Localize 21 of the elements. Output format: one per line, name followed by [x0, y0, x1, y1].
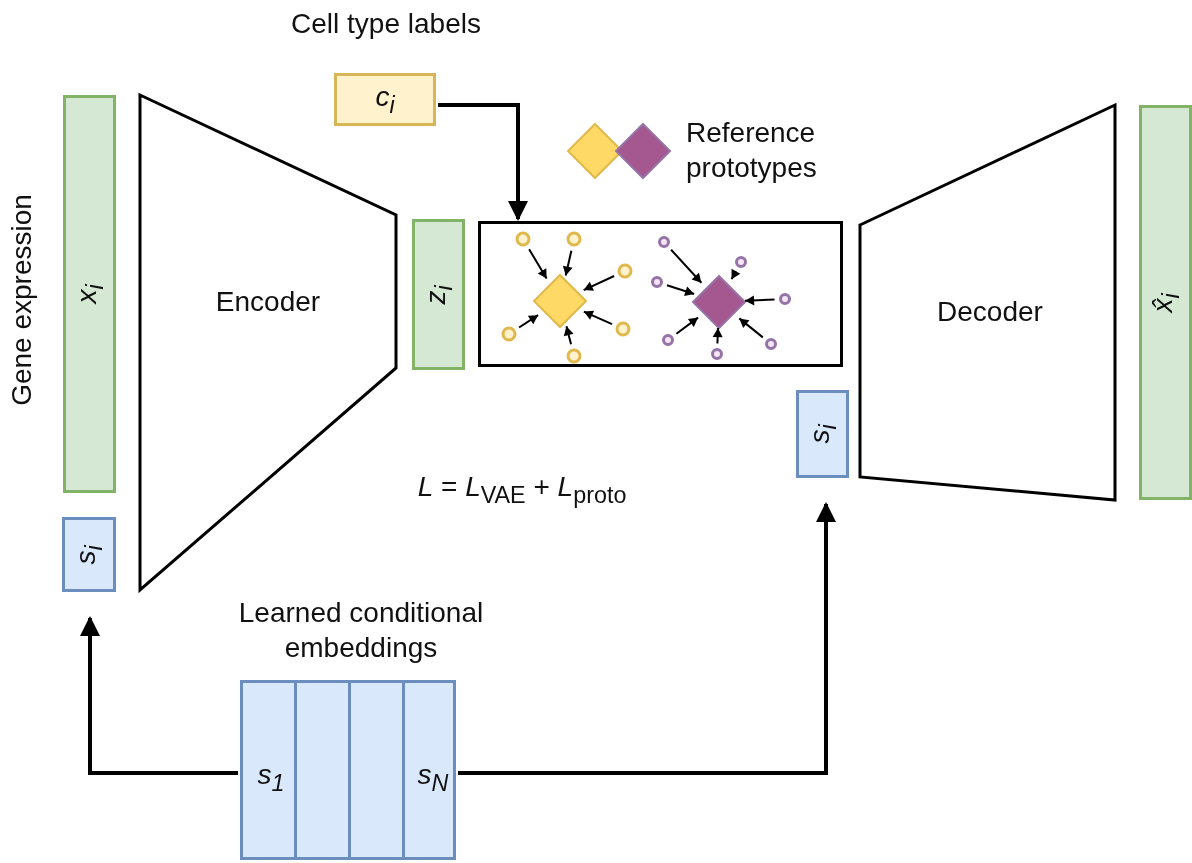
variable-label: c$_{i}$ [375, 82, 395, 117]
arrow [458, 502, 836, 775]
loss-formula: L = L$_{VAE}$ + L$_{proto}$ [417, 473, 627, 507]
arrow [80, 616, 238, 775]
embedding-matrix [240, 680, 456, 860]
input-vector-bar [63, 95, 116, 493]
node-label: Gene expression [8, 194, 36, 406]
condition-vector-bar [62, 517, 116, 592]
reconstruction-vector-bar [1139, 105, 1192, 500]
node-label: Learned conditional embeddings [237, 596, 485, 665]
variable-label: s$_{1}$ [257, 761, 285, 795]
latent-vector-bar [412, 219, 465, 370]
block-label: Decoder [937, 298, 1043, 326]
arrow [438, 103, 528, 221]
legend-text: Reference prototypes [686, 116, 818, 185]
node-label: Cell type labels [291, 10, 481, 38]
latent-space-box [478, 221, 843, 367]
variable-label: s$_{N}$ [417, 761, 449, 795]
condition-vector-bar [796, 390, 849, 478]
block-label: Encoder [215, 288, 321, 316]
label-box [334, 73, 436, 126]
